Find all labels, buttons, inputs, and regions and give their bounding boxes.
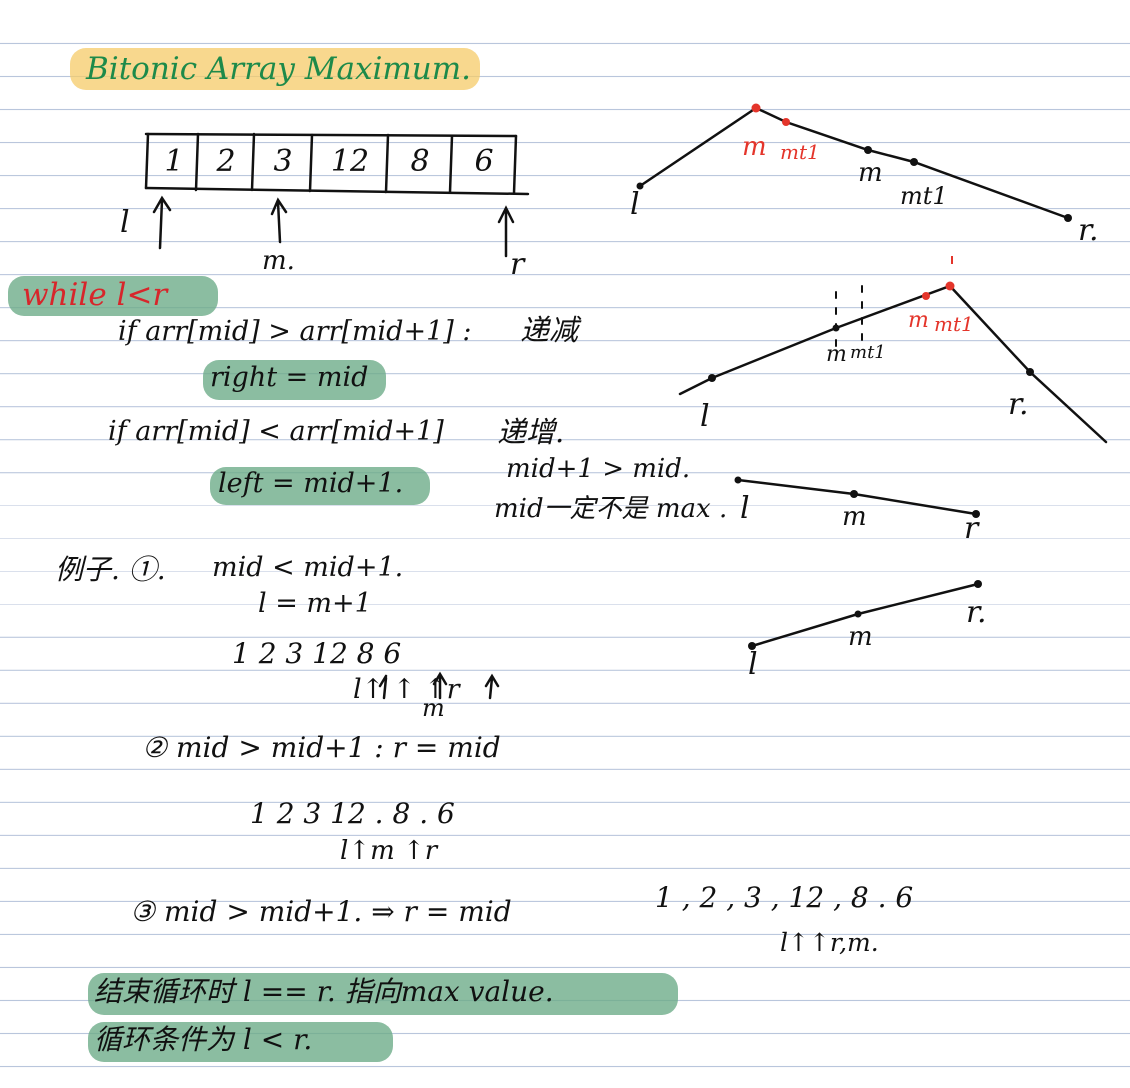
- left-pointer-arrow: [152, 195, 172, 250]
- array-divider-5: [448, 134, 454, 194]
- g2-curve: [678, 284, 1108, 444]
- increasing-note: 递增.: [497, 415, 565, 449]
- mid-not-max-note: mid一定不是 max .: [494, 494, 728, 524]
- left-assign-stmt: left = mid+1.: [218, 468, 404, 499]
- if-decreasing-line: if arr[mid] > arr[mid+1] :: [118, 316, 472, 347]
- g4-m-label: m: [848, 622, 873, 652]
- g1-m-red-label: m: [742, 132, 767, 162]
- step2-array: 1 2 3 12 . 8 . 6: [250, 797, 455, 830]
- g3-left-dot: [734, 476, 742, 484]
- array-cell-5: 6: [474, 144, 494, 179]
- pointer-left-label: l: [120, 205, 130, 240]
- array-divider-1: [194, 132, 200, 192]
- title-highlight: [70, 48, 480, 90]
- g4-m-dot: [854, 610, 862, 618]
- g1-mt1-dot: [910, 158, 918, 166]
- step1-condition: mid < mid+1.: [212, 552, 404, 583]
- step2-pointers: l↑m ↑r: [340, 836, 438, 866]
- conclusion-1-highlight: [88, 973, 678, 1015]
- g1-m-dot: [864, 146, 872, 154]
- array-divider-3: [308, 133, 314, 193]
- pointer-mid-label: m.: [262, 246, 295, 276]
- g1-right-label: r.: [1078, 213, 1099, 248]
- array-cell-4: 8: [410, 144, 430, 179]
- page-title: Bitonic Array Maximum.: [86, 51, 472, 87]
- step2-line: ② mid > mid+1 : r = mid: [142, 731, 501, 764]
- conclusion-line-2: 循环条件为 l < r.: [94, 1023, 313, 1056]
- g1-mt1-label: mt1: [900, 182, 948, 210]
- step3-line: ③ mid > mid+1. ⇒ r = mid: [130, 895, 512, 928]
- g3-m-label: m: [842, 502, 867, 532]
- array-cell-0: 1: [164, 144, 184, 179]
- g2-mt1-red-label: mt1: [934, 312, 974, 336]
- left-stmt-highlight: [210, 467, 430, 505]
- g2-dashes: [835, 285, 863, 347]
- g3-right-label: r: [964, 511, 979, 546]
- g1-left-label: l: [630, 187, 640, 222]
- conclusion-line-1: 结束循环时 l == r. 指向max value.: [94, 975, 554, 1008]
- g2-left-label: l: [700, 399, 710, 434]
- step3-pointers: l↑↑r,m.: [780, 928, 879, 957]
- g2-left-dot: [708, 374, 716, 382]
- g2-m-dot: [832, 324, 840, 332]
- g2-m-red-label: m: [908, 308, 929, 333]
- g4-left-label: l: [748, 647, 758, 682]
- step3-array: 1 , 2 , 3 , 12 , 8 . 6: [655, 881, 914, 914]
- g1-peak-dot: [751, 103, 761, 113]
- right-stmt-highlight: [203, 360, 386, 400]
- array-box-top: [144, 132, 518, 138]
- g3-m-dot: [850, 490, 858, 498]
- step1-pointers: l↑ ↑ ↑r: [353, 674, 460, 705]
- mid-pointer-arrow: [270, 197, 288, 244]
- g2-right-dot: [1026, 368, 1034, 376]
- g2-m-red-dot: [922, 292, 930, 300]
- g1-curve: [638, 106, 1070, 220]
- array-divider-2: [250, 132, 256, 192]
- g4-left-dot: [748, 642, 756, 650]
- right-assign-stmt: right = mid: [210, 362, 369, 393]
- array-cell-2: 3: [273, 144, 293, 179]
- g1-right-dot: [1064, 214, 1072, 222]
- while-line: while l<r: [22, 277, 168, 313]
- right-pointer-arrow: [497, 205, 515, 258]
- step1-array: 1 2 3 12 8 6: [232, 637, 402, 670]
- array-cell-1: 2: [216, 144, 236, 179]
- step1-arrows: [378, 671, 500, 700]
- g3-curve: [736, 478, 978, 516]
- array-box-bottom: [144, 186, 530, 196]
- g1-left-dot: [636, 182, 644, 190]
- g3-left-label: l: [740, 491, 750, 526]
- g2-mt1-label: mt1: [850, 342, 886, 363]
- array-cell-3: 12: [330, 144, 370, 179]
- g2-peak-dot: [945, 281, 955, 291]
- if-increasing-line: if arr[mid] < arr[mid+1]: [108, 416, 444, 447]
- g3-right-dot: [972, 510, 980, 518]
- g4-right-label: r.: [966, 595, 987, 630]
- g1-m-label: m: [858, 158, 883, 188]
- g4-curve: [750, 582, 980, 648]
- array-divider-4: [384, 133, 390, 194]
- conclusion-2-highlight: [88, 1022, 393, 1062]
- array-divider-6: [512, 134, 518, 195]
- g2-right-label: r.: [1008, 387, 1029, 422]
- step1-assign: l = m+1: [258, 588, 372, 619]
- g2-m-label: m: [826, 342, 847, 367]
- mid-plus-one-note: mid+1 > mid.: [506, 454, 691, 484]
- array-divider-0: [144, 132, 150, 190]
- while-highlight: [8, 276, 218, 316]
- pointer-right-label: r: [510, 247, 525, 282]
- g4-right-dot: [974, 580, 982, 588]
- step1-m-label: m: [422, 694, 445, 722]
- decreasing-note: 递减: [520, 313, 579, 347]
- example-label: 例子. ①.: [55, 553, 166, 586]
- g1-mt1-red-label: mt1: [780, 140, 820, 164]
- g1-mt1-red-dot: [782, 118, 790, 126]
